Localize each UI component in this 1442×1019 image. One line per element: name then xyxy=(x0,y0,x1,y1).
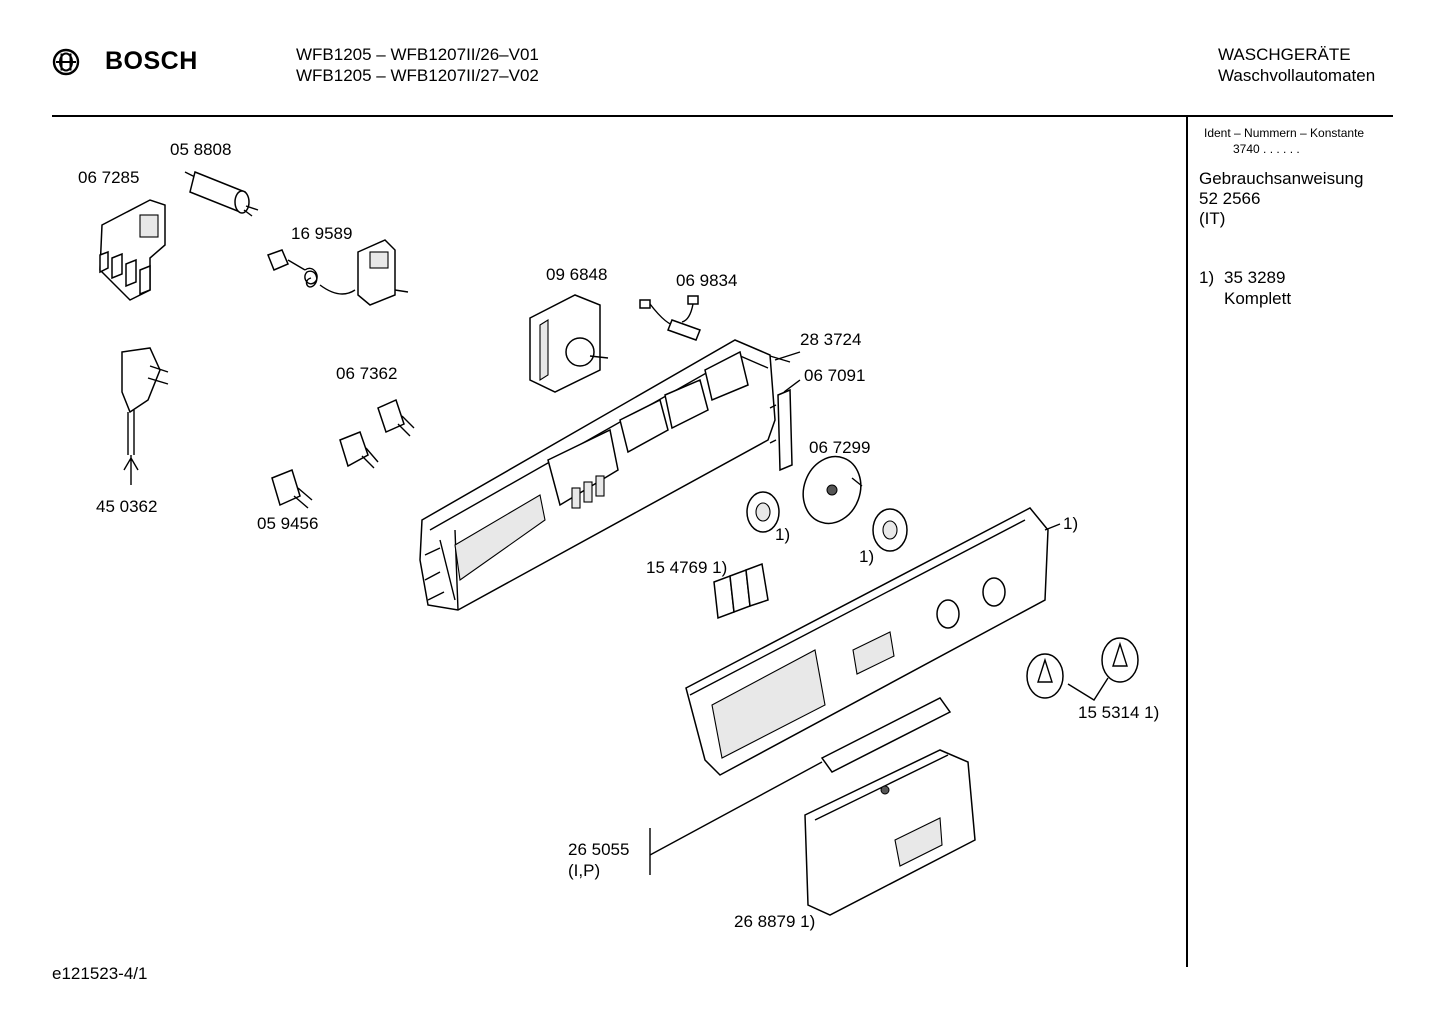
part-label: 06 7362 xyxy=(336,364,398,383)
mains-cable-part xyxy=(121,347,169,485)
part-label: 15 4769 1) xyxy=(646,558,728,577)
part-label: 26 8879 1) xyxy=(734,912,816,931)
manual-language: (IT) xyxy=(1199,209,1226,228)
category-line-2: Waschvollautomaten xyxy=(1218,66,1376,85)
part-label: 45 0362 xyxy=(96,497,158,516)
part-label: 06 7285 xyxy=(78,168,140,187)
manual-title: Gebrauchsanweisung xyxy=(1199,169,1364,188)
label-strip-part xyxy=(649,697,952,875)
part-label: 28 3724 xyxy=(800,330,862,349)
part-label: 09 6848 xyxy=(546,265,608,284)
capacitor-part xyxy=(184,170,259,217)
part-label: 05 8808 xyxy=(170,140,232,159)
note-number: 35 3289 xyxy=(1224,268,1286,287)
part-label: 1) xyxy=(775,525,791,544)
note-text: Komplett xyxy=(1224,289,1292,308)
fascia-panel-part xyxy=(685,507,1049,776)
thermostat-part xyxy=(267,239,409,306)
leader-lines xyxy=(769,351,1061,531)
part-label: 15 5314 1) xyxy=(1078,703,1160,722)
terminal-bracket-part xyxy=(99,199,166,301)
control-panel-frame-part xyxy=(419,339,776,611)
part-label: 16 9589 xyxy=(291,224,353,243)
note-marker: 1) xyxy=(1199,268,1215,287)
document-id: e121523-4/1 xyxy=(52,964,148,983)
program-timer-part xyxy=(529,294,609,393)
bosch-armature-icon xyxy=(52,48,80,76)
brand-name: BOSCH xyxy=(105,47,198,75)
part-label: 1) xyxy=(1063,514,1079,533)
part-label: (I,P) xyxy=(568,861,601,880)
ident-label: Ident – Nummern – Konstante xyxy=(1204,126,1365,140)
part-label: 06 7299 xyxy=(809,438,871,457)
model-line-2: WFB1205 – WFB1207II/27–V02 xyxy=(296,66,539,85)
ident-value: 3740 . . . . . . xyxy=(1233,142,1300,156)
rotary-disc-part xyxy=(802,455,863,525)
part-label: 06 7091 xyxy=(804,366,866,385)
indicator-lamp-part xyxy=(639,295,701,341)
push-keys-part xyxy=(713,562,769,620)
sidebar-divider xyxy=(1186,117,1188,967)
category-line-1: WASCHGERÄTE xyxy=(1218,45,1351,64)
part-label: 05 9456 xyxy=(257,514,319,533)
part-label: 1) xyxy=(859,547,875,566)
part-label: 26 5055 xyxy=(568,840,630,859)
detergent-drawer-handle-part xyxy=(804,749,976,916)
program-knob-part xyxy=(1026,637,1139,701)
model-line-1: WFB1205 – WFB1207II/26–V01 xyxy=(296,45,539,64)
push-switch-part xyxy=(271,469,313,509)
manual-number: 52 2566 xyxy=(1199,189,1261,208)
header-divider xyxy=(52,115,1393,117)
selector-switch-part xyxy=(339,398,415,469)
part-label: 06 9834 xyxy=(676,271,738,290)
knob-coupling-part xyxy=(746,491,908,552)
panel-clip-part xyxy=(769,388,793,472)
